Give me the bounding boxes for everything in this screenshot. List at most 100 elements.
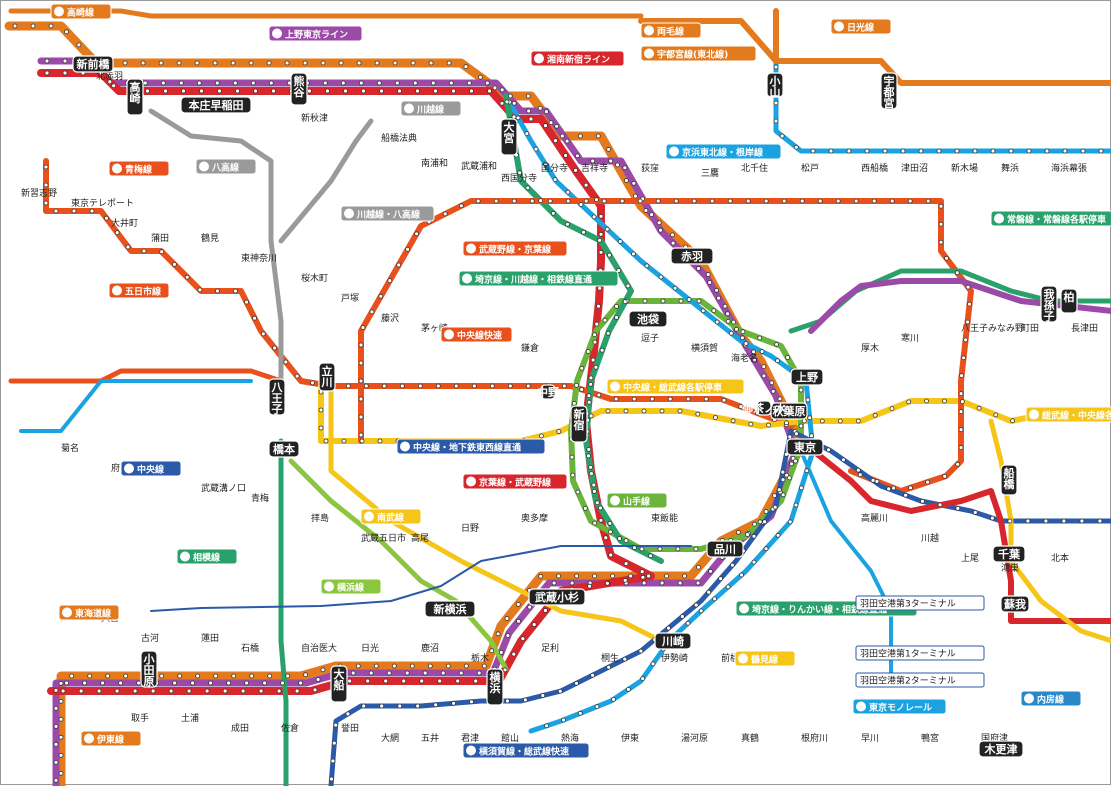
station-dot[interactable] bbox=[391, 663, 397, 669]
station-dot[interactable] bbox=[648, 553, 653, 559]
station-dot[interactable] bbox=[596, 392, 602, 398]
station-dot[interactable] bbox=[882, 148, 888, 154]
station-dot[interactable] bbox=[1025, 518, 1031, 524]
station-dot[interactable] bbox=[469, 88, 474, 94]
station-dot[interactable] bbox=[507, 93, 513, 99]
station-dot[interactable] bbox=[266, 60, 272, 66]
station-dot[interactable] bbox=[53, 724, 59, 729]
station-dot[interactable] bbox=[739, 572, 744, 578]
station-dot[interactable] bbox=[598, 249, 604, 255]
station-dot[interactable] bbox=[511, 198, 517, 204]
station-dot[interactable] bbox=[798, 423, 804, 429]
station-dot[interactable] bbox=[214, 288, 220, 294]
station-dot[interactable] bbox=[30, 23, 36, 29]
station-dot[interactable] bbox=[533, 146, 539, 152]
station-dot[interactable] bbox=[752, 521, 757, 527]
station-dot[interactable] bbox=[972, 148, 978, 154]
station-dot[interactable] bbox=[642, 298, 648, 304]
major-station-hachioji[interactable]: 八王子 bbox=[268, 378, 286, 416]
station-dot[interactable] bbox=[524, 131, 530, 137]
station-dot[interactable] bbox=[745, 198, 751, 204]
station-dot[interactable] bbox=[623, 408, 629, 414]
station-dot[interactable] bbox=[361, 703, 367, 709]
major-station-takasaki[interactable]: 高崎 bbox=[126, 78, 144, 116]
station-dot[interactable] bbox=[142, 80, 148, 86]
station-dot[interactable] bbox=[871, 198, 877, 204]
station-dot[interactable] bbox=[632, 545, 637, 551]
station-dot[interactable] bbox=[624, 178, 629, 183]
station-dot[interactable] bbox=[776, 487, 782, 493]
station-dot[interactable] bbox=[745, 532, 750, 537]
line-badge-kawagoe-hachiko[interactable]: 川越線・八高線 bbox=[340, 205, 435, 222]
station-dot[interactable] bbox=[222, 688, 228, 694]
station-dot[interactable] bbox=[728, 330, 734, 336]
station-dot[interactable] bbox=[358, 396, 364, 402]
station-dot[interactable] bbox=[659, 580, 665, 586]
station-dot[interactable] bbox=[105, 673, 111, 679]
station-dot[interactable] bbox=[794, 431, 799, 437]
station-dot[interactable] bbox=[150, 688, 156, 694]
station-dot[interactable] bbox=[712, 596, 717, 602]
station-dot[interactable] bbox=[386, 670, 392, 676]
station-dot[interactable] bbox=[212, 60, 218, 66]
station-dot[interactable] bbox=[775, 532, 781, 538]
station-dot[interactable] bbox=[240, 688, 246, 694]
major-station-shinjuku[interactable]: 新宿 bbox=[570, 405, 588, 443]
station-dot[interactable] bbox=[58, 752, 64, 758]
station-dot[interactable] bbox=[574, 382, 579, 388]
station-dot[interactable] bbox=[773, 118, 779, 124]
station-dot[interactable] bbox=[599, 347, 605, 353]
station-dot[interactable] bbox=[298, 680, 304, 686]
station-dot[interactable] bbox=[672, 285, 678, 291]
station-dot[interactable] bbox=[330, 758, 336, 764]
station-dot[interactable] bbox=[743, 341, 749, 346]
line-badge-musashino-line[interactable]: 武蔵野線・京葉線 bbox=[462, 240, 568, 257]
station-dot[interactable] bbox=[592, 520, 598, 526]
station-dot[interactable] bbox=[123, 673, 129, 679]
station-dot[interactable] bbox=[864, 148, 870, 154]
station-dot[interactable] bbox=[320, 667, 326, 673]
station-dot[interactable] bbox=[960, 399, 965, 405]
station-dot[interactable] bbox=[355, 663, 361, 669]
station-dot[interactable] bbox=[937, 502, 943, 508]
station-dot[interactable] bbox=[594, 500, 600, 506]
station-dot[interactable] bbox=[145, 88, 150, 94]
station-dot[interactable] bbox=[751, 559, 757, 565]
station-dot[interactable] bbox=[774, 341, 779, 347]
station-dot[interactable] bbox=[405, 246, 411, 252]
station-dot[interactable] bbox=[453, 383, 459, 389]
station-dot[interactable] bbox=[284, 60, 290, 66]
major-station-tachikawa[interactable]: 立川 bbox=[318, 362, 336, 392]
station-dot[interactable] bbox=[58, 716, 64, 722]
station-dot[interactable] bbox=[89, 208, 95, 214]
station-dot[interactable] bbox=[53, 742, 59, 747]
station-dot[interactable] bbox=[69, 673, 75, 679]
station-dot[interactable] bbox=[71, 208, 77, 214]
station-dot[interactable] bbox=[908, 485, 913, 491]
station-dot[interactable] bbox=[810, 148, 816, 154]
station-dot[interactable] bbox=[670, 232, 675, 238]
station-dot[interactable] bbox=[757, 519, 763, 525]
station-dot[interactable] bbox=[451, 700, 457, 706]
station-dot[interactable] bbox=[498, 650, 504, 655]
major-station-tokyo[interactable]: 東京 bbox=[786, 438, 824, 456]
station-dot[interactable] bbox=[961, 355, 966, 361]
major-station-odawara[interactable]: 小田原 bbox=[140, 650, 158, 688]
station-dot[interactable] bbox=[590, 357, 596, 363]
station-dot[interactable] bbox=[172, 680, 178, 686]
station-dot[interactable] bbox=[579, 365, 585, 371]
station-dot[interactable] bbox=[639, 569, 645, 574]
station-dot[interactable] bbox=[857, 472, 863, 478]
major-station-kumagaya[interactable]: 熊谷 bbox=[290, 72, 308, 106]
station-dot[interactable] bbox=[903, 492, 908, 498]
station-dot[interactable] bbox=[368, 670, 374, 676]
station-dot[interactable] bbox=[458, 203, 464, 209]
station-dot[interactable] bbox=[553, 138, 558, 144]
station-dot[interactable] bbox=[376, 80, 382, 86]
station-dot[interactable] bbox=[163, 88, 168, 94]
station-dot[interactable] bbox=[422, 670, 428, 676]
station-dot[interactable] bbox=[925, 198, 931, 204]
station-dot[interactable] bbox=[751, 533, 757, 539]
station-dot[interactable] bbox=[711, 308, 717, 314]
airport-label-haneda-t1[interactable]: 羽田空港第1ターミナル bbox=[855, 645, 985, 661]
